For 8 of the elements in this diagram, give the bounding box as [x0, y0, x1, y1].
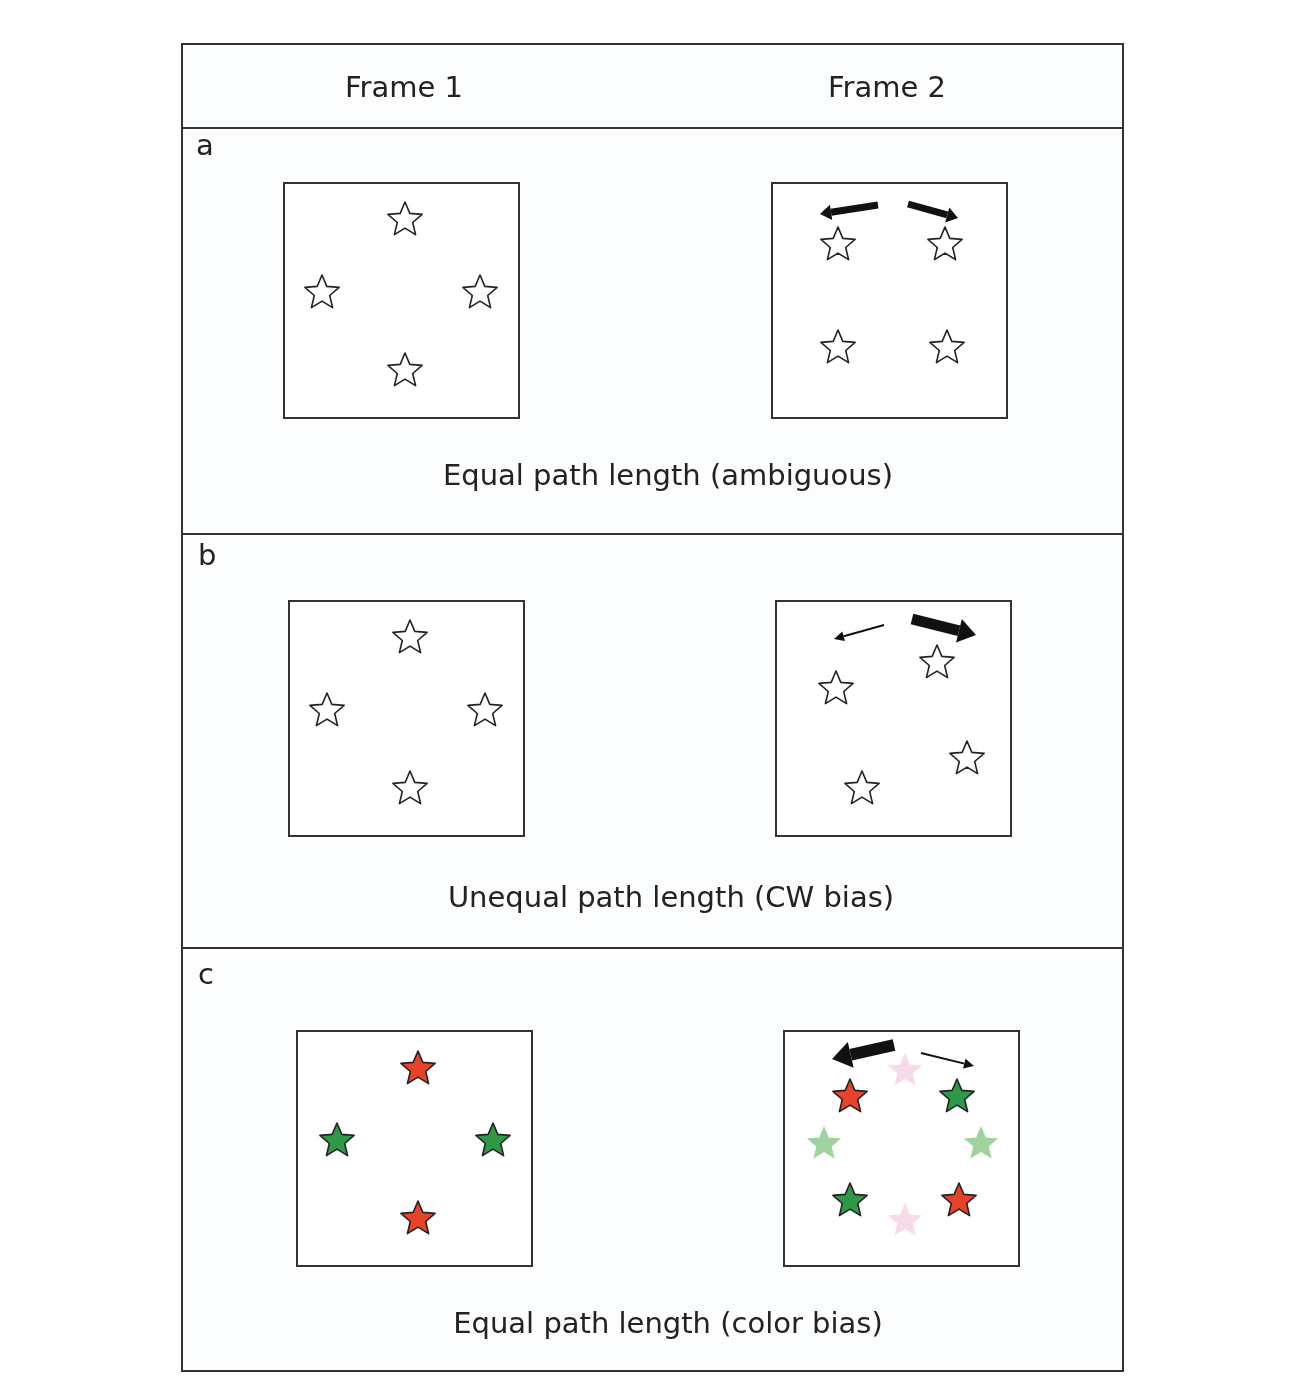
column-heading: Frame 1: [345, 70, 463, 104]
panel-letter: b: [198, 538, 217, 572]
panel-caption: Equal path length (color bias): [453, 1306, 883, 1340]
panel-letter: c: [198, 957, 214, 991]
panel-caption: Unequal path length (CW bias): [447, 880, 895, 914]
panel-letter: a: [196, 128, 214, 162]
panel-caption: Equal path length (ambiguous): [442, 458, 894, 492]
column-heading: Frame 2: [828, 70, 946, 104]
